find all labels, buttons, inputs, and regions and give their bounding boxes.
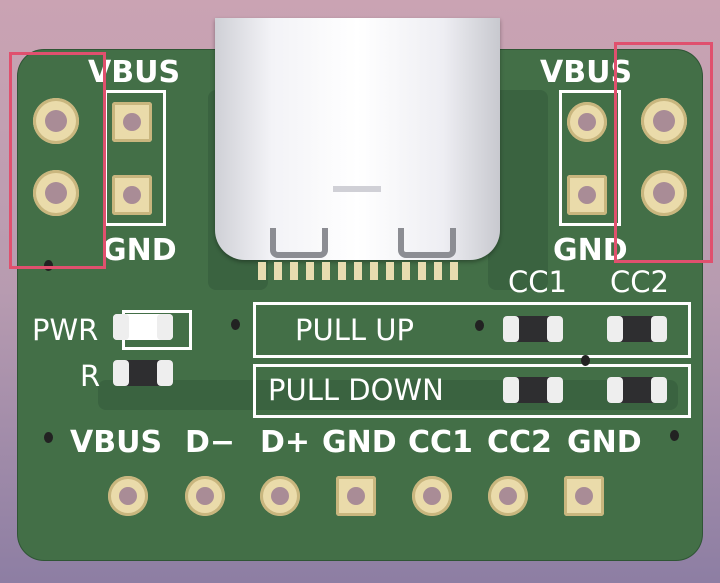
gnd-pad-left <box>112 175 152 215</box>
usb-c-connector <box>215 18 500 260</box>
pull-up-label: PULL UP <box>295 313 414 347</box>
cc2-label: CC2 <box>610 265 669 299</box>
cc1-label: CC1 <box>508 265 567 299</box>
header-label: D− <box>185 425 236 460</box>
header-pin-gnd <box>336 476 376 516</box>
header-pin-vbus <box>108 476 148 516</box>
header-label: GND <box>567 425 642 460</box>
cc2-pull-down-resistor <box>607 377 667 403</box>
via <box>44 432 53 443</box>
gnd-label-left: GND <box>102 233 177 268</box>
header-pin-dplus <box>260 476 300 516</box>
header-label: CC1 <box>408 425 473 460</box>
header-pin-gnd2 <box>564 476 604 516</box>
pull-down-box <box>253 364 691 418</box>
pull-up-box <box>253 302 691 358</box>
header-label: VBUS <box>70 425 163 460</box>
via <box>475 320 484 331</box>
via <box>670 430 679 441</box>
header-label: CC2 <box>487 425 552 460</box>
connector-slot <box>398 228 456 258</box>
highlight-box-left <box>9 52 106 269</box>
pwr-label: PWR <box>32 313 99 347</box>
vbus-hole-right <box>641 98 687 144</box>
header-label: GND <box>322 425 397 460</box>
vbus-pad-left <box>112 102 152 142</box>
header-pin-cc1 <box>412 476 452 516</box>
cc2-pull-up-resistor <box>607 316 667 342</box>
pwr-led <box>113 314 173 340</box>
cc1-pull-up-resistor <box>503 316 563 342</box>
header-pin-cc2 <box>488 476 528 516</box>
cc1-pull-down-resistor <box>503 377 563 403</box>
header-label: D+ <box>260 425 311 460</box>
via <box>44 260 53 271</box>
led-resistor <box>113 360 173 386</box>
pull-down-label: PULL DOWN <box>268 373 444 407</box>
r-label: R <box>80 359 101 393</box>
header-outline <box>559 90 621 226</box>
connector-slot <box>270 228 328 258</box>
header-pin-dminus <box>185 476 225 516</box>
vbus-hole-left <box>33 98 79 144</box>
trace <box>98 380 678 410</box>
highlight-box-right <box>614 42 713 263</box>
connector-mark <box>333 186 381 192</box>
gnd-hole-right <box>641 170 687 216</box>
vbus-pad-right <box>567 102 607 142</box>
via <box>231 319 240 330</box>
gnd-hole-left <box>33 170 79 216</box>
gnd-pad-right <box>567 175 607 215</box>
via <box>581 355 590 366</box>
